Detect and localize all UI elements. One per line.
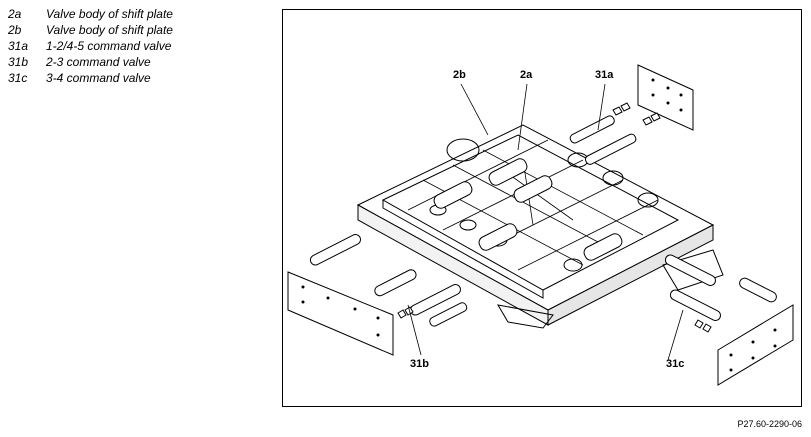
plate-31b: [287, 271, 394, 356]
legend-item: 2b Valve body of shift plate: [8, 22, 173, 38]
legend-text: 2-3 command valve: [46, 55, 151, 69]
callout-31c: 31c: [666, 358, 685, 370]
legend-code: 2a: [8, 7, 22, 21]
valve-body-front-right: [547, 224, 714, 326]
body-valve-cylinders: [433, 158, 623, 261]
plate-31a: [637, 64, 694, 131]
callout-31a: 31a: [595, 69, 614, 81]
legend-code: 31c: [8, 71, 28, 85]
legend-item: 31c 3-4 command valve: [8, 70, 173, 86]
figure-reference: P27.60-2290-06: [737, 419, 802, 429]
valve-body-illustration: [287, 64, 794, 386]
plate-31c: [717, 304, 794, 386]
legend-code: 2b: [8, 23, 22, 37]
legend-item: 2a Valve body of shift plate: [8, 6, 173, 22]
legend-text: Valve body of shift plate: [46, 7, 173, 21]
legend-text: 3-4 command valve: [46, 71, 151, 85]
legend-item: 31b 2-3 command valve: [8, 54, 173, 70]
exploded-view-figure: 2b 2a 31a 31b 31c: [282, 9, 802, 407]
valve-body-top: [356, 124, 715, 311]
lower-bracket: [497, 304, 554, 329]
callout-31b: 31b: [410, 358, 429, 370]
valve-31a: [569, 102, 661, 165]
upper-plate: [381, 134, 680, 291]
legend: 2a Valve body of shift plate 2b Valve bo…: [8, 6, 173, 86]
legend-item: 31a 1-2/4-5 command valve: [8, 38, 173, 54]
callout-2b: 2b: [453, 69, 466, 81]
callout-2a: 2a: [520, 69, 533, 81]
legend-text: Valve body of shift plate: [46, 23, 173, 37]
legend-text: 1-2/4-5 command valve: [46, 39, 172, 53]
leader-lines: [407, 83, 684, 361]
legend-code: 31b: [8, 55, 29, 69]
legend-code: 31a: [8, 39, 29, 53]
valve-31c: [664, 254, 777, 333]
valve-31b: [309, 234, 468, 327]
